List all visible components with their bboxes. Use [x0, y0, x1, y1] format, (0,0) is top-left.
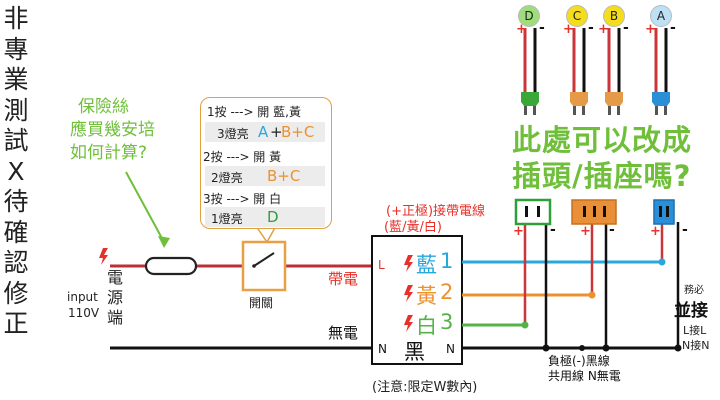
callout-row2-band	[205, 166, 325, 186]
title-char: 認	[3, 248, 29, 277]
callout-row1-bc: B+C	[281, 123, 315, 141]
minus-sign: -	[682, 222, 688, 238]
wattage-note: (注意:限定W數內)	[372, 380, 478, 395]
lightning-icon	[404, 285, 413, 302]
box-top-label-line2: (藍/黃/白)	[384, 220, 442, 235]
plus-sign: +	[598, 22, 609, 37]
switch-label: 開關	[249, 296, 274, 310]
box-white-label: 白	[416, 314, 437, 338]
lamp-badge-c: C	[566, 5, 588, 27]
right-note-n: N接N	[682, 339, 710, 352]
title-char: 修	[3, 278, 29, 308]
minus-sign: -	[550, 222, 556, 238]
callout-row3-d: D	[267, 208, 279, 226]
box-n-terminal-left: N	[378, 342, 387, 356]
plus-sign: +	[580, 224, 591, 239]
plug-b	[605, 92, 623, 106]
fuse-question-line2: 應買幾安培	[70, 120, 155, 140]
callout-row2-lamp: 2燈亮	[211, 171, 243, 185]
box-blue-label: 藍	[416, 253, 437, 277]
switch-mode-callout: 1按 ---> 開 藍,黃 3燈亮 A + B+C 2按 ---> 開 黃 2燈…	[200, 97, 332, 229]
plug-d	[521, 92, 539, 106]
neutral-note-line1: 負極(-)黑線	[548, 354, 610, 368]
minus-sign: -	[588, 20, 594, 36]
fuse-pointer-arrow	[125, 171, 170, 248]
vertical-title: 非 專 業 測 試 X 待 確 認 修 正	[2, 4, 30, 340]
junction-box	[371, 235, 463, 365]
title-char: 確	[3, 217, 29, 247]
minus-sign: -	[539, 20, 545, 36]
plus-sign: +	[650, 224, 661, 239]
callout-row1-band	[205, 122, 325, 142]
plug-question-line1: 此處可以改成	[512, 123, 693, 157]
callout-row1-plus: +	[270, 123, 283, 141]
plus-sign: +	[563, 22, 574, 37]
right-note-l: L接L	[683, 324, 707, 337]
callout-row3-band	[205, 207, 325, 227]
socket-a	[653, 199, 675, 225]
right-note-parallel: 並接	[674, 301, 708, 321]
lightning-icon	[404, 255, 413, 272]
power-source-label: 電 源 端	[106, 268, 123, 327]
switch-box	[241, 240, 287, 292]
callout-row1-lamp: 3燈亮	[217, 127, 249, 141]
switch-lever	[253, 252, 275, 267]
minus-sign: -	[670, 20, 676, 36]
callout-row1-press: 1按 ---> 開 藍,黃	[207, 105, 301, 119]
live-label: 帶電	[328, 270, 359, 288]
title-char: 正	[3, 309, 29, 338]
minus-sign: -	[609, 222, 615, 238]
plug-c	[570, 92, 588, 106]
neutral-note-line2: 共用線 N無電	[548, 369, 621, 383]
title-char: 業	[3, 65, 29, 94]
socket-d	[514, 198, 552, 226]
lightning-icon	[404, 315, 413, 332]
fuse-question-line3: 如何計算?	[70, 143, 148, 163]
fuse-question-line1: 保險絲	[78, 97, 129, 117]
title-char: 待	[3, 187, 29, 216]
lightning-icon	[99, 248, 108, 265]
title-char: 試	[3, 126, 29, 155]
box-top-label-line1: (+正極)接帶電線	[386, 204, 486, 219]
callout-row3-press: 3按 ---> 開 白	[203, 192, 282, 206]
box-white-number: 3	[440, 310, 454, 334]
callout-row1-a: A	[258, 123, 269, 141]
box-yellow-label: 黃	[416, 284, 437, 308]
plus-sign: +	[516, 22, 527, 37]
title-char: 測	[3, 95, 29, 125]
right-note-must: 務必	[684, 285, 704, 296]
lamp-badge-b: B	[603, 5, 625, 27]
plug-question-line2: 插頭/插座嗎?	[512, 159, 692, 193]
title-char: 專	[3, 34, 29, 64]
plus-sign: +	[513, 224, 524, 239]
box-black-label: 黑	[404, 340, 425, 364]
callout-row2-press: 2按 ---> 開 黃	[203, 150, 282, 164]
box-yellow-number: 2	[440, 280, 454, 304]
voltage-label: 110V	[68, 306, 100, 320]
box-n-terminal-right: N	[446, 342, 455, 356]
fuse	[144, 256, 198, 276]
neutral-label: 無電	[328, 324, 359, 342]
title-char: X	[7, 156, 25, 186]
plug-a	[652, 92, 670, 106]
input-label: input	[67, 290, 98, 304]
title-char: 非	[3, 4, 29, 33]
callout-row2-bc: B+C	[267, 167, 301, 185]
minus-sign: -	[623, 20, 629, 36]
callout-row3-lamp: 1燈亮	[211, 212, 243, 226]
plus-sign: +	[645, 22, 656, 37]
box-blue-number: 1	[440, 249, 454, 273]
box-l-terminal: L	[378, 258, 385, 272]
lamp-badge-d: D	[518, 5, 540, 27]
lamp-badge-a: A	[650, 5, 672, 27]
